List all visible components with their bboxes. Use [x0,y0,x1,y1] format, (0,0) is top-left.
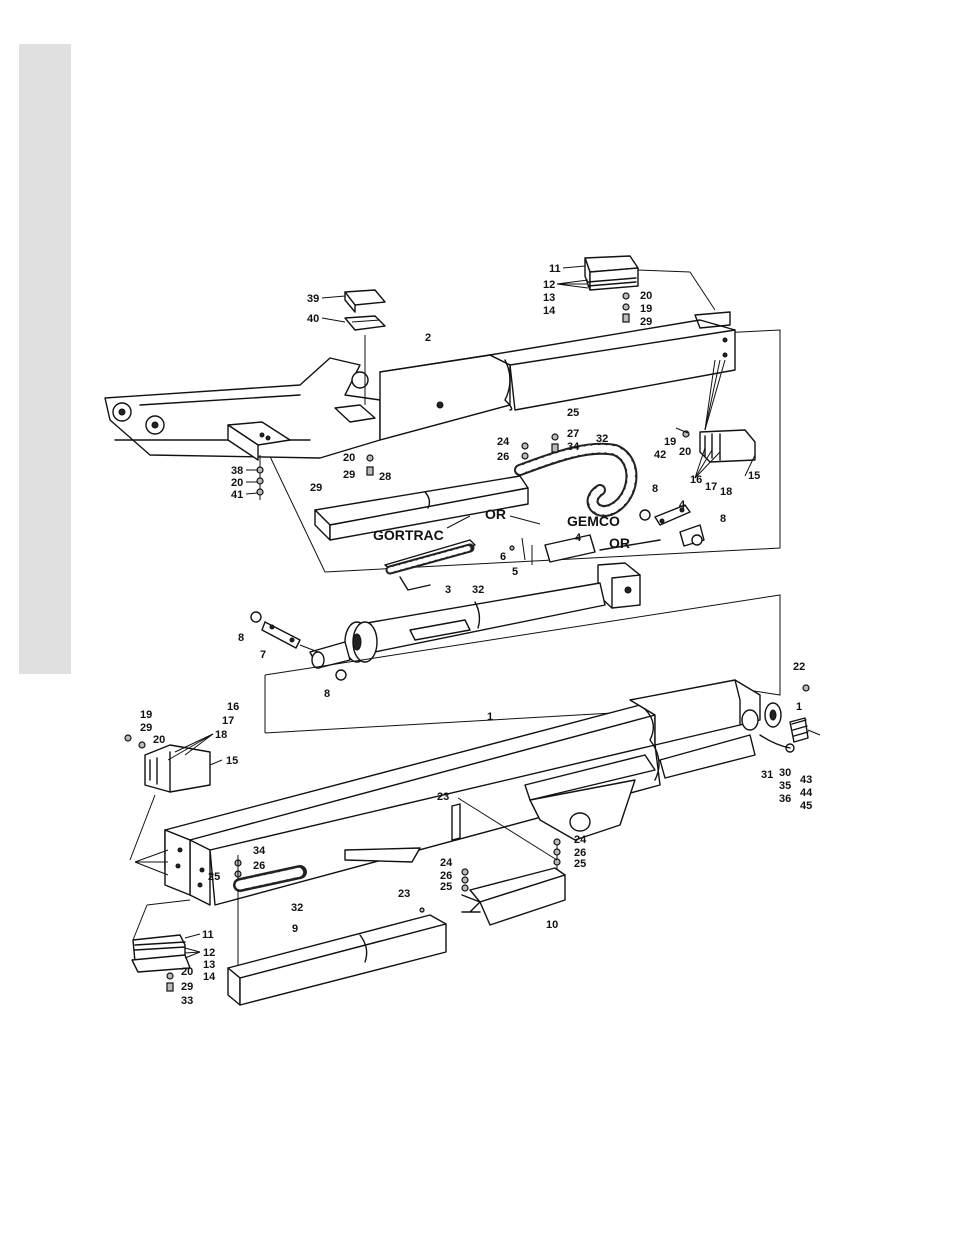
callout: 7 [260,649,266,661]
tube-9 [228,908,446,1005]
callout: 4 [679,499,686,511]
callout: 5 [512,566,518,578]
callout: 18 [215,729,227,741]
callout: 11 [202,929,214,941]
callout: 39 [307,293,319,305]
gortrac-label: GORTRAC [373,527,444,543]
callout: 20 [181,966,193,978]
callout: 20 [153,734,165,746]
callout: 25 [574,858,586,870]
callout: 15 [226,755,238,767]
callout: 45 [800,800,812,812]
callout: 36 [779,793,791,805]
callout: 44 [800,787,813,799]
callout: 20 [231,477,243,489]
callout: 30 [779,767,791,779]
callout: 22 [793,661,805,673]
callout: 8 [652,483,658,495]
callout: 13 [543,292,555,304]
callout: 23 [437,791,449,803]
callout: 1 [796,701,802,713]
callout: 29 [140,722,152,734]
upper-boom-part [105,312,735,458]
callout: 43 [800,774,812,786]
callout: 24 [574,834,587,846]
callout: 19 [664,436,676,448]
callout: 32 [596,433,608,445]
callout: 9 [292,923,298,935]
bolt-29 [367,467,373,475]
callout: 25 [440,881,452,893]
callout: 28 [379,471,391,483]
callout: 34 [567,441,580,453]
callout: 2 [425,332,431,344]
gemco-assembly [510,535,595,565]
callout: 32 [472,584,484,596]
callout: 20 [343,452,355,464]
callout: 4 [575,532,582,544]
callout: 11 [549,263,561,275]
callout: 31 [761,769,773,781]
callout: 1 [487,711,493,723]
support-arm [345,848,420,862]
callout: 23 [398,888,410,900]
bracket-23 [452,804,460,840]
callout: 8 [238,632,244,644]
callout: 8 [324,688,330,700]
callout: 25 [567,407,579,419]
callout: 24 [497,436,510,448]
callout: 15 [748,470,760,482]
callout: 16 [227,701,239,713]
callout: 38 [231,465,243,477]
callout: 41 [231,489,243,501]
callout: 12 [203,947,215,959]
callout: 20 [679,446,691,458]
leader [638,270,690,272]
wear-pad-11-top [585,256,638,322]
callout: 13 [203,959,215,971]
callout: 32 [291,902,303,914]
callout: 24 [440,857,453,869]
callout: 25 [208,871,220,883]
callout: 6 [500,551,506,563]
leader [135,850,168,862]
boundary-line [265,446,325,572]
callout: 14 [203,971,216,983]
callout: 35 [779,780,791,792]
callout: 3 [445,584,451,596]
callout: 29 [640,316,652,328]
callout: 18 [720,486,732,498]
callout: 34 [253,845,266,857]
callout: 12 [543,279,555,291]
callout: 40 [307,313,319,325]
callout: 17 [705,481,717,493]
callout: 26 [253,860,265,872]
callout: 14 [543,305,556,317]
cable-chain-32-upper [520,449,631,511]
callout: 8 [720,513,726,525]
callout: 26 [497,451,509,463]
cylinder-3 [310,563,640,668]
washer-20 [367,455,373,461]
callout: 42 [654,449,666,461]
callout: 17 [222,715,234,727]
gemco-label: GEMCO [567,513,620,529]
callout: 29 [181,981,193,993]
callout: 10 [546,919,558,931]
callout: 19 [640,303,652,315]
or-label-top: OR [485,506,506,522]
callout: 27 [567,428,579,440]
or-label-middle: OR [609,535,630,551]
callout: 29 [343,469,355,481]
callout: 20 [640,290,652,302]
callout: 29 [310,482,322,494]
callout: 19 [140,709,152,721]
callout: 33 [181,995,193,1007]
